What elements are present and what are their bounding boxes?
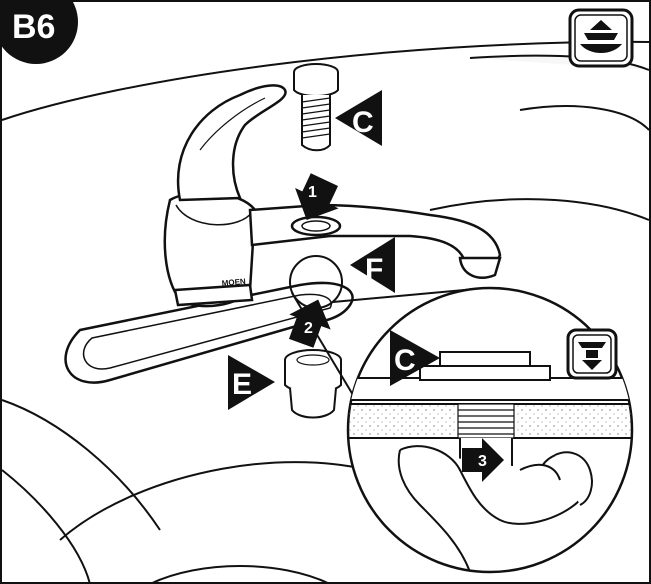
callout-c-detail: C — [390, 330, 440, 386]
svg-text:F: F — [365, 253, 383, 286]
svg-text:3: 3 — [478, 453, 487, 470]
svg-text:C: C — [352, 106, 374, 139]
arrow-3: 3 — [462, 438, 504, 482]
svg-text:C: C — [394, 344, 416, 377]
faucet-body — [163, 191, 502, 308]
callout-f: F — [350, 237, 395, 293]
callout-c-top: C — [335, 90, 382, 146]
step-badge: B6 — [0, 0, 78, 64]
svg-text:B6: B6 — [12, 8, 55, 46]
below-deck-icon — [566, 328, 618, 380]
faucet-handle — [176, 84, 287, 202]
aerator-part — [284, 349, 342, 419]
brand-mark: MOEN — [221, 277, 246, 288]
arrow-2: 2 — [288, 299, 331, 348]
arrow-1: 1 — [295, 173, 339, 220]
cartridge-part — [293, 63, 339, 152]
svg-text:E: E — [232, 368, 252, 401]
svg-text:1: 1 — [308, 184, 317, 201]
callout-e: E — [228, 355, 275, 410]
above-deck-icon — [568, 8, 634, 68]
svg-text:2: 2 — [304, 320, 313, 337]
